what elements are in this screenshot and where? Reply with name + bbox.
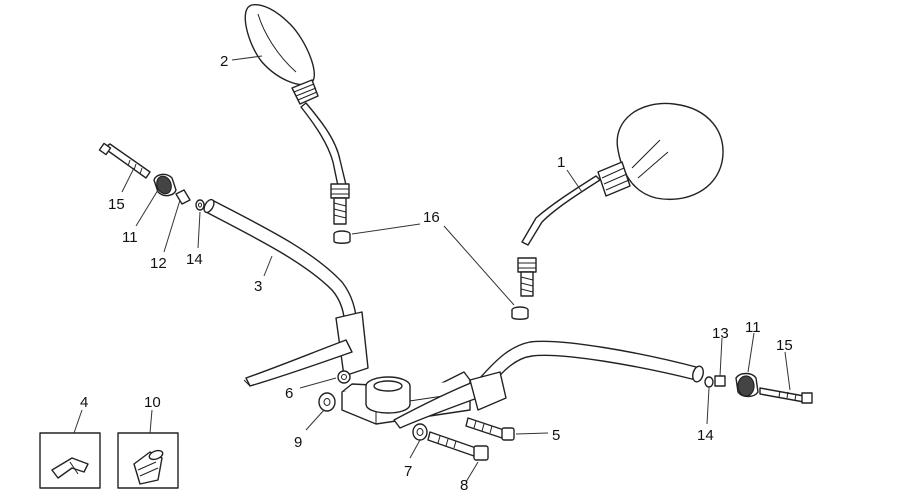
right-mirror — [517, 102, 724, 297]
washer-7 — [412, 423, 428, 441]
bar-end-weight-11-right — [735, 372, 759, 398]
label-15-right: 15 — [776, 337, 793, 354]
label-9: 9 — [294, 434, 302, 451]
bushing-6 — [337, 370, 351, 384]
label-6: 6 — [285, 385, 293, 402]
label-2: 2 — [220, 53, 228, 70]
part-10-grommet-box — [117, 432, 179, 489]
label-16: 16 — [423, 209, 440, 226]
bolt-5 — [465, 417, 515, 441]
label-3: 3 — [254, 278, 262, 295]
label-8: 8 — [460, 477, 468, 494]
bar-end-weight-11-left — [153, 173, 177, 197]
bolt-15-right — [759, 387, 813, 404]
handlebar — [203, 198, 704, 429]
label-4: 4 — [80, 394, 88, 411]
part-labels: 2 1 3 15 11 12 14 16 13 11 15 14 6 9 5 7… — [80, 53, 793, 494]
label-7: 7 — [404, 463, 412, 480]
label-13: 13 — [712, 325, 729, 342]
insert-12-left — [175, 189, 191, 205]
label-15-left: 15 — [108, 196, 125, 213]
insert-13-right — [714, 375, 726, 387]
bolt-15-left — [98, 142, 151, 179]
label-12: 12 — [150, 255, 167, 272]
label-11-left: 11 — [122, 229, 138, 246]
spacer-16-left — [333, 230, 351, 244]
bushing-9 — [318, 392, 336, 412]
part-4-clip-box — [39, 432, 101, 489]
washer-14-left — [195, 199, 205, 211]
leader-lines — [73, 55, 791, 483]
label-14-right: 14 — [697, 427, 714, 444]
label-5: 5 — [552, 427, 560, 444]
bolt-8 — [427, 431, 489, 461]
washer-14-right — [704, 376, 714, 388]
left-mirror — [244, 3, 350, 225]
label-14-left: 14 — [186, 251, 203, 268]
label-10: 10 — [144, 394, 161, 411]
spacer-16-right — [511, 306, 529, 320]
label-1: 1 — [557, 154, 565, 171]
label-11-right: 11 — [745, 319, 761, 336]
